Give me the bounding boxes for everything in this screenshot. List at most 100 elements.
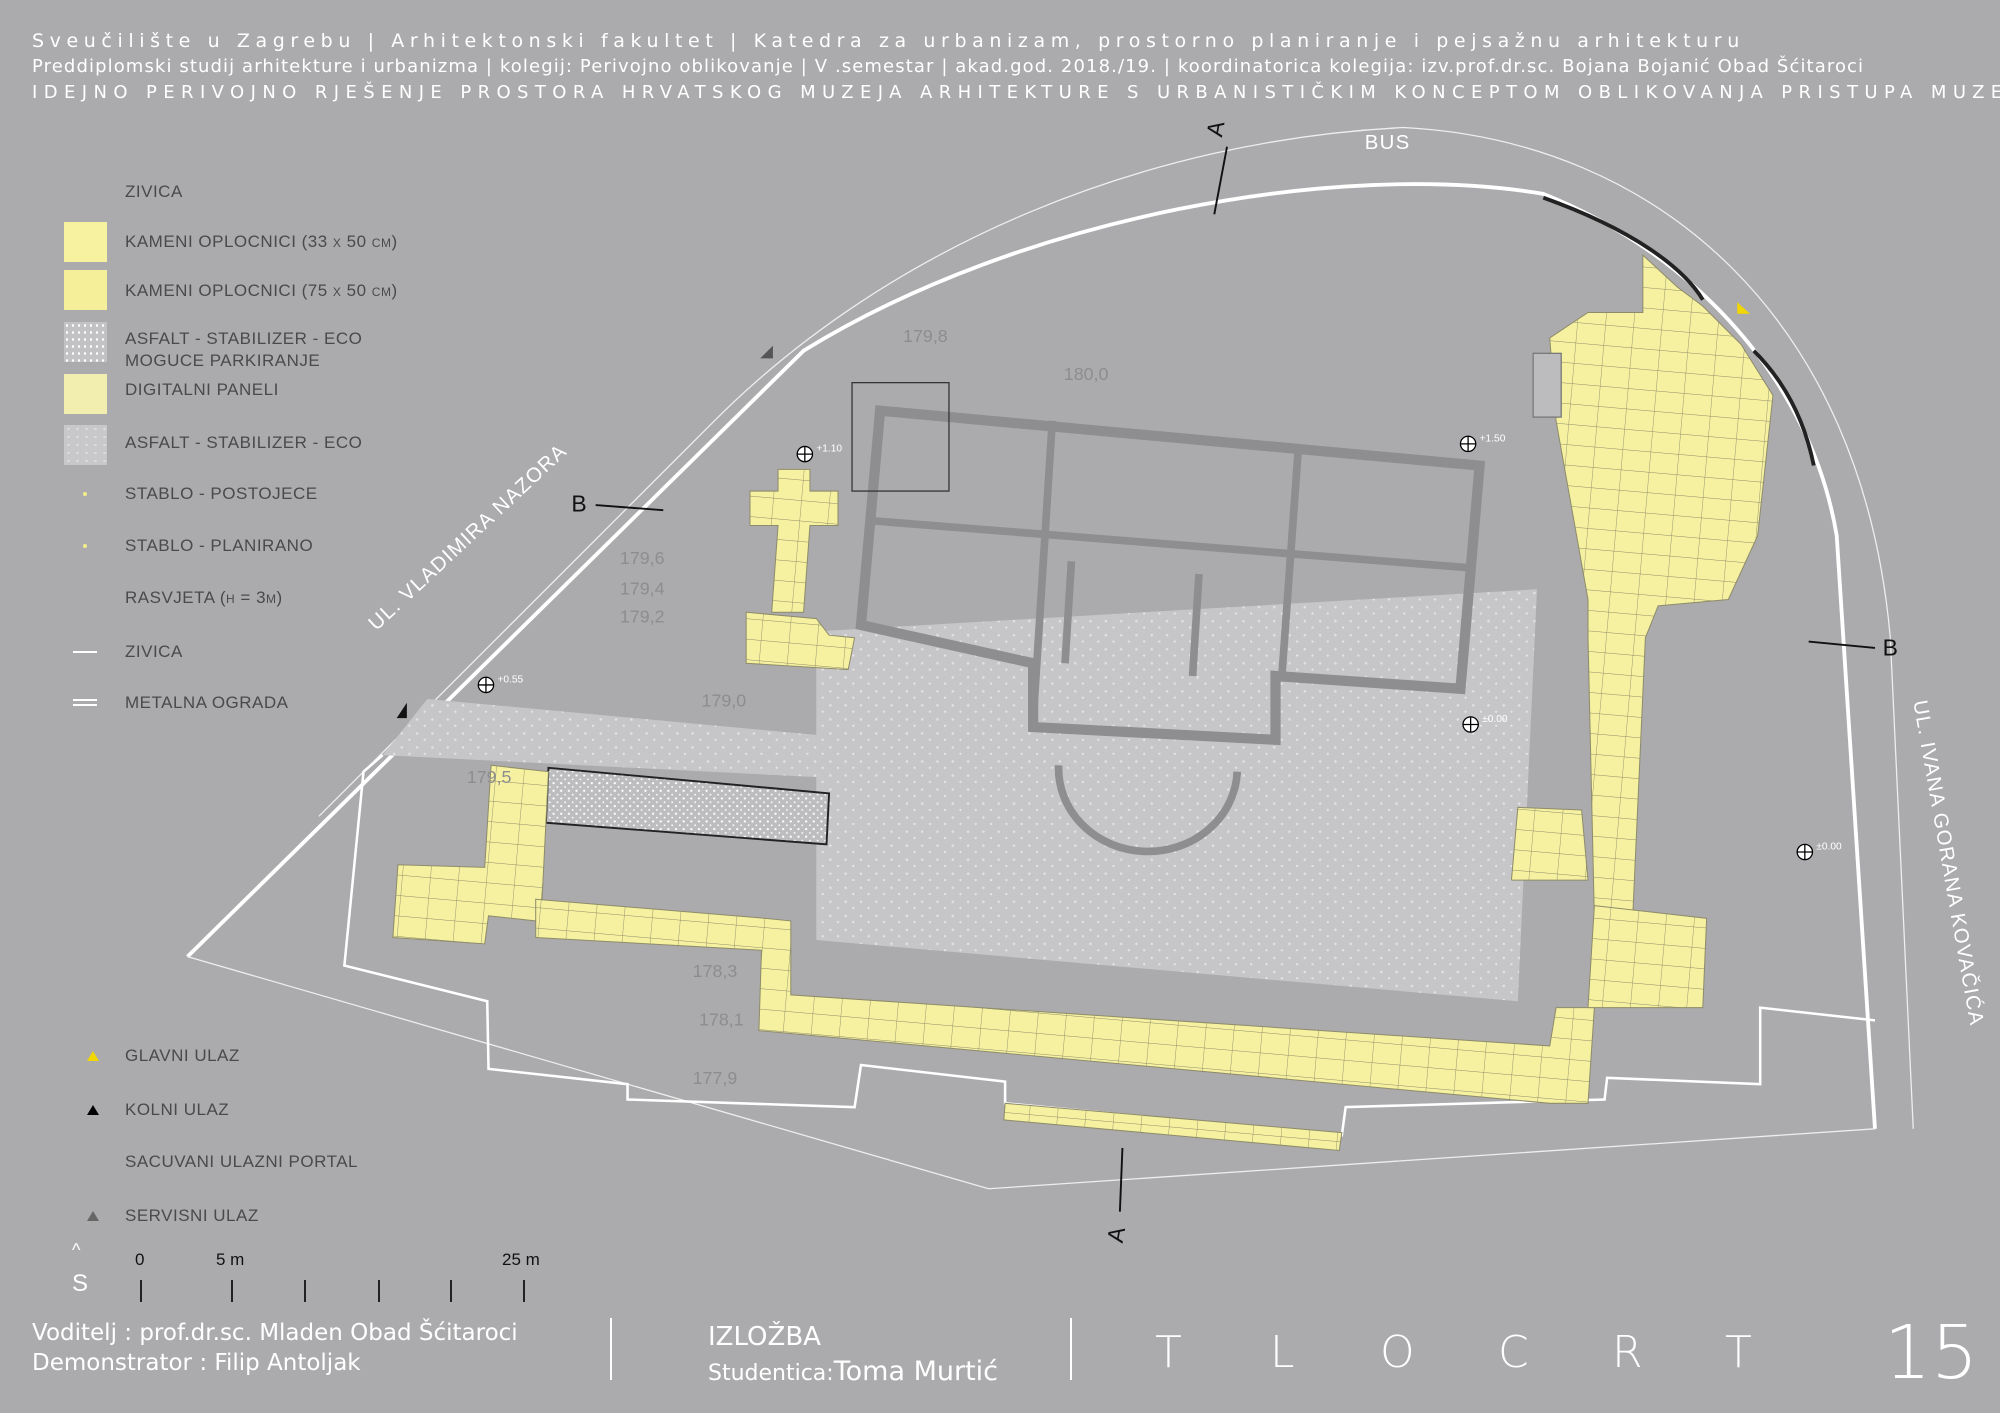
legend-label: MOGUCE PARKIRANJE <box>125 351 321 370</box>
legend-label: RASVJETA (h = 3m) <box>125 588 283 607</box>
scale-tick <box>304 1280 306 1302</box>
site-outline <box>187 956 1876 1190</box>
fence-line-icon <box>73 699 97 706</box>
street-label-bus: BUS <box>1365 132 1411 154</box>
svg-text:+0.55: +0.55 <box>497 674 523 685</box>
street-label-kovacica: UL. IVANA GORANA KOVAČIĆA <box>1908 698 1988 1027</box>
access-path <box>382 698 842 779</box>
sheet-title-letter: O <box>1380 1327 1415 1378</box>
legend-label: KAMENI OPLOCNICI (33 x 50 cm) <box>125 232 398 251</box>
scale-tick <box>140 1280 142 1302</box>
legend-label: STABLO - POSTOJECE <box>125 484 318 503</box>
digital-panel <box>1532 352 1562 418</box>
legend-label: ASFALT - STABILIZER - ECO <box>125 433 363 452</box>
street-edge <box>318 126 1914 1129</box>
hedge-boundary <box>186 182 1877 1129</box>
header-project-title: IDEJNO PERIVOJNO RJEŠENJE PROSTORA HRVAT… <box>32 82 2000 103</box>
topic: IZLOŽBA <box>708 1322 821 1352</box>
contour-label: 180,0 <box>1064 364 1109 384</box>
level-marker: ±0.00 <box>1462 714 1508 733</box>
contour-label: 179,5 <box>467 767 512 787</box>
legend-label: ZIVICA <box>125 182 183 201</box>
existing-tree-icon <box>83 492 87 496</box>
scale-tick <box>523 1280 525 1302</box>
museum-building <box>855 405 1486 856</box>
asphalt-swatch <box>64 425 107 465</box>
divider <box>610 1318 612 1380</box>
legend-label: METALNA OGRADA <box>125 693 289 712</box>
level-marker: +1.10 <box>796 444 842 463</box>
header-course: Preddiplomski studij arhitekture i urban… <box>32 56 1865 77</box>
north-arrow-icon: ^ <box>72 1240 81 1260</box>
sheet-title-letter: L <box>1270 1327 1295 1378</box>
contour-label: 177,9 <box>693 1068 738 1088</box>
section-mark-b-left: B <box>571 490 586 516</box>
legend-label: ASFALT - STABILIZER - ECO <box>125 329 363 348</box>
metal-fence <box>1542 195 1816 466</box>
planned-tree-icon <box>83 544 87 548</box>
scale-label: 25 m <box>502 1250 540 1269</box>
plaza-asphalt <box>816 589 1537 1002</box>
stone-paving <box>392 253 1774 1152</box>
main-entrance-icon <box>87 1051 99 1061</box>
contour-label: 179,6 <box>620 548 665 568</box>
contour-label: 178,3 <box>693 961 738 981</box>
lot-boundary <box>343 754 1876 1137</box>
contour-label: 178,1 <box>699 1010 744 1030</box>
street-label-nazora: UL. VLADIMIRA NAZORA <box>365 440 572 635</box>
legend-label: SERVISNI ULAZ <box>125 1206 259 1225</box>
digital-panel-swatch <box>64 374 107 414</box>
sheet-number: 15 <box>1884 1310 1979 1396</box>
svg-text:+1.50: +1.50 <box>1480 433 1506 444</box>
legend-label: KAMENI OPLOCNICI (75 x 50 cm) <box>125 281 398 300</box>
contour-label: 179,0 <box>702 691 747 711</box>
header-institution: Sveučilište u Zagrebu | Arhitektonski fa… <box>32 30 1745 52</box>
svg-text:±0.00: ±0.00 <box>1816 841 1842 852</box>
north-label: S <box>72 1270 89 1297</box>
section-mark-b-right: B <box>1883 635 1898 661</box>
scale-tick <box>231 1280 233 1302</box>
student-name: Toma Murtić <box>833 1356 999 1387</box>
level-marker: +1.50 <box>1459 433 1506 453</box>
svg-text:±0.00: ±0.00 <box>1482 714 1508 725</box>
hedge-line-icon <box>73 651 97 653</box>
student: Studentica:Toma Murtić <box>708 1356 998 1387</box>
project-title-text: IDEJNO PERIVOJNO RJEŠENJE PROSTORA HRVAT… <box>32 82 2000 103</box>
stair-grille <box>851 382 950 492</box>
contour-label: 179,2 <box>620 606 665 626</box>
legend-label: STABLO - PLANIRANO <box>125 536 314 555</box>
legend-label: SACUVANI ULAZNI PORTAL <box>125 1152 358 1171</box>
level-marker: ±0.00 <box>1796 841 1842 861</box>
scale-label: 0 <box>135 1250 145 1269</box>
paving-large-swatch <box>64 270 107 310</box>
divider <box>1070 1318 1072 1380</box>
parking-asphalt-swatch <box>64 322 107 362</box>
vehicle-entrance-marker <box>396 702 407 719</box>
service-entrance-icon <box>87 1211 99 1221</box>
main-entrance-marker <box>1737 302 1750 314</box>
demonstrator: Demonstrator : Filip Antoljak <box>32 1350 361 1376</box>
legend-label: GLAVNI ULAZ <box>125 1046 240 1065</box>
legend-label: DIGITALNI PANELI <box>125 380 279 399</box>
section-mark-a-bottom: A <box>1102 1224 1130 1244</box>
section-mark-a-top: A <box>1201 118 1229 138</box>
scale-label: 5 m <box>216 1250 245 1269</box>
scale-tick <box>378 1280 380 1302</box>
legend-label: ZIVICA <box>125 642 183 661</box>
student-label: Studentica: <box>708 1361 834 1386</box>
sheet-title-letter: T <box>1155 1327 1182 1378</box>
service-entrance-marker <box>760 345 773 359</box>
mentor: Voditelj : prof.dr.sc. Mladen Obad Šćita… <box>32 1320 518 1346</box>
contour-label: 179,8 <box>903 326 948 346</box>
paving-small-swatch <box>64 222 107 262</box>
scale-tick <box>450 1280 452 1302</box>
contour-label: 179,4 <box>620 578 665 598</box>
legend-label: KOLNI ULAZ <box>125 1100 230 1119</box>
vehicle-entrance-icon <box>87 1105 99 1115</box>
parking-area <box>544 766 831 846</box>
sheet-title-letter: T <box>1725 1327 1752 1378</box>
svg-text:+1.10: +1.10 <box>816 444 842 455</box>
level-marker: +0.55 <box>477 674 524 694</box>
sheet-title-letter: C <box>1498 1327 1529 1378</box>
